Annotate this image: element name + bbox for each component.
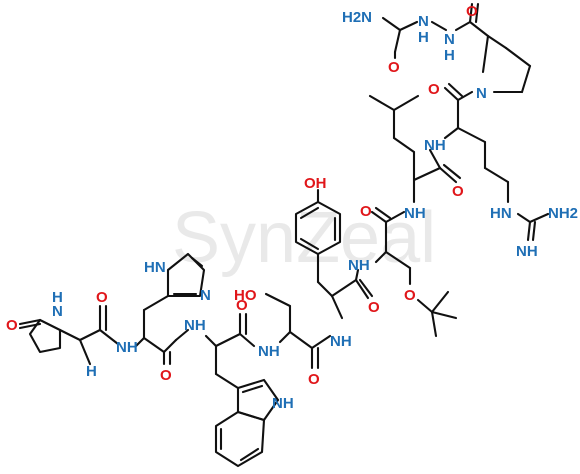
label-n-pro: N bbox=[476, 85, 487, 102]
label-o-ser: O bbox=[308, 371, 320, 388]
label-nh-his: NH bbox=[116, 339, 138, 356]
label-o-urea: O bbox=[388, 59, 400, 76]
label-o-pglu: O bbox=[96, 289, 108, 306]
atom-labels: H2N N H N H O O N O NH O NH HN NH2 NH OH… bbox=[6, 3, 578, 412]
label-h-pglu-alpha: H bbox=[86, 363, 97, 380]
label-nh2-guanidine: NH2 bbox=[548, 205, 578, 222]
label-o-his: O bbox=[160, 367, 172, 384]
label-nh-ser-tbu: NH bbox=[348, 257, 370, 274]
label-nh2-top: H2N bbox=[342, 9, 372, 26]
label-nh-ser: NH bbox=[258, 343, 280, 360]
label-hn-imidazole: HN bbox=[144, 259, 166, 276]
label-o-leu: O bbox=[452, 183, 464, 200]
label-h-pglu-n: H bbox=[52, 289, 63, 306]
label-o-pglu-ring: O bbox=[6, 317, 18, 334]
label-oh-tyr: OH bbox=[304, 175, 327, 192]
bonds-ser bbox=[264, 292, 332, 370]
label-o-ser-tbu-carbonyl: O bbox=[360, 203, 372, 220]
label-h-hydrazide-2: H bbox=[444, 47, 455, 64]
bonds-his bbox=[134, 252, 206, 366]
label-nh-trp: NH bbox=[184, 317, 206, 334]
label-n-pglu: N bbox=[52, 303, 63, 320]
label-n-hydrazide-2: N bbox=[444, 31, 455, 48]
bonds-pglu bbox=[18, 304, 120, 366]
bonds-trp bbox=[204, 312, 280, 468]
label-o-tyr: O bbox=[368, 299, 380, 316]
label-o-trp: O bbox=[236, 297, 248, 314]
bonds-tyr bbox=[294, 188, 374, 320]
label-o-tbu-ether: O bbox=[404, 287, 416, 304]
label-hn-guanidine: HN bbox=[490, 205, 512, 222]
watermark: SynZeal bbox=[172, 198, 436, 278]
label-o-pro: O bbox=[466, 3, 478, 20]
bonds-leu bbox=[368, 94, 462, 204]
label-nh-leu: NH bbox=[404, 205, 426, 222]
label-n-imidazole: N bbox=[200, 287, 211, 304]
label-ho-ser: HO bbox=[234, 287, 257, 304]
label-o-arg: O bbox=[428, 81, 440, 98]
bonds-top bbox=[381, 2, 532, 130]
label-nh-indole: NH bbox=[272, 395, 294, 412]
label-h-hydrazide-1: H bbox=[418, 29, 429, 46]
bonds-arg bbox=[443, 126, 550, 242]
label-nh-tyr: NH bbox=[330, 333, 352, 350]
label-nh-imine: NH bbox=[516, 243, 538, 260]
label-nh-arg: NH bbox=[424, 137, 446, 154]
bonds-ser-tbu bbox=[370, 206, 458, 338]
label-n-hydrazide-1: N bbox=[418, 13, 429, 30]
